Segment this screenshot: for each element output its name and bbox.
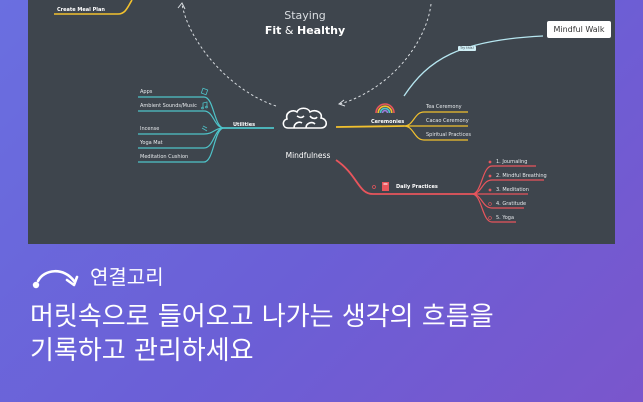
daily-gratitude[interactable]: 4. Gratitude xyxy=(496,201,527,207)
book-icon xyxy=(382,182,389,191)
daily-meditation[interactable]: 3. Meditation xyxy=(496,187,529,193)
mindmap-canvas[interactable]: Staying Fit & Healthy Create Meal Plan M… xyxy=(28,0,615,244)
daily-journaling[interactable]: 1. Journaling xyxy=(496,159,528,165)
incense-icon xyxy=(201,125,208,132)
create-meal-plan-node[interactable]: Create Meal Plan xyxy=(57,7,105,13)
daily-breathing[interactable]: 2. Mindful Breathing xyxy=(496,173,547,179)
ceremonies-node[interactable]: Ceremonies xyxy=(371,119,405,125)
central-title-line2: Fit & Healthy xyxy=(264,24,346,37)
flower-icon xyxy=(372,185,376,189)
link-arrow-icon xyxy=(32,269,79,289)
utility-yoga-mat[interactable]: Yoga Mat xyxy=(140,140,163,146)
utility-apps[interactable]: Apps xyxy=(140,89,153,95)
utility-ambient[interactable]: Ambient Sounds/Music xyxy=(140,103,197,109)
headline-line2: 기록하고 관리하세요 xyxy=(30,336,254,366)
try-this-tag: Try this! xyxy=(458,46,477,51)
utilities-node[interactable]: Utilities xyxy=(233,122,256,128)
daily-yoga[interactable]: 5. Yoga xyxy=(496,215,515,221)
brain-icon xyxy=(282,107,328,129)
daily-practices-node[interactable]: Daily Practices xyxy=(396,184,438,190)
headline: 머릿속으로 들어오고 나가는 생각의 흐름을 기록하고 관리하세요 xyxy=(30,300,494,368)
central-title-line1: Staying xyxy=(284,9,326,22)
feature-name: 연결고리 xyxy=(90,265,164,289)
rainbow-icon xyxy=(375,103,395,114)
mindful-walk-node[interactable]: Mindful Walk xyxy=(547,21,611,38)
ceremony-cacao[interactable]: Cacao Ceremony xyxy=(426,118,469,124)
mindmap-connections xyxy=(54,0,544,223)
ceremony-tea[interactable]: Tea Ceremony xyxy=(426,104,462,110)
ceremony-spiritual[interactable]: Spiritual Practices xyxy=(426,132,471,138)
mindfulness-node[interactable]: Mindfulness xyxy=(285,151,331,160)
central-topic[interactable]: Staying Fit & Healthy xyxy=(260,8,350,38)
utility-incense[interactable]: Incense xyxy=(140,126,160,132)
headline-line1: 머릿속으로 들어오고 나가는 생각의 흐름을 xyxy=(30,302,494,332)
music-icon xyxy=(201,101,208,110)
utility-cushion[interactable]: Meditation Cushion xyxy=(140,154,189,160)
apps-icon xyxy=(200,87,209,96)
